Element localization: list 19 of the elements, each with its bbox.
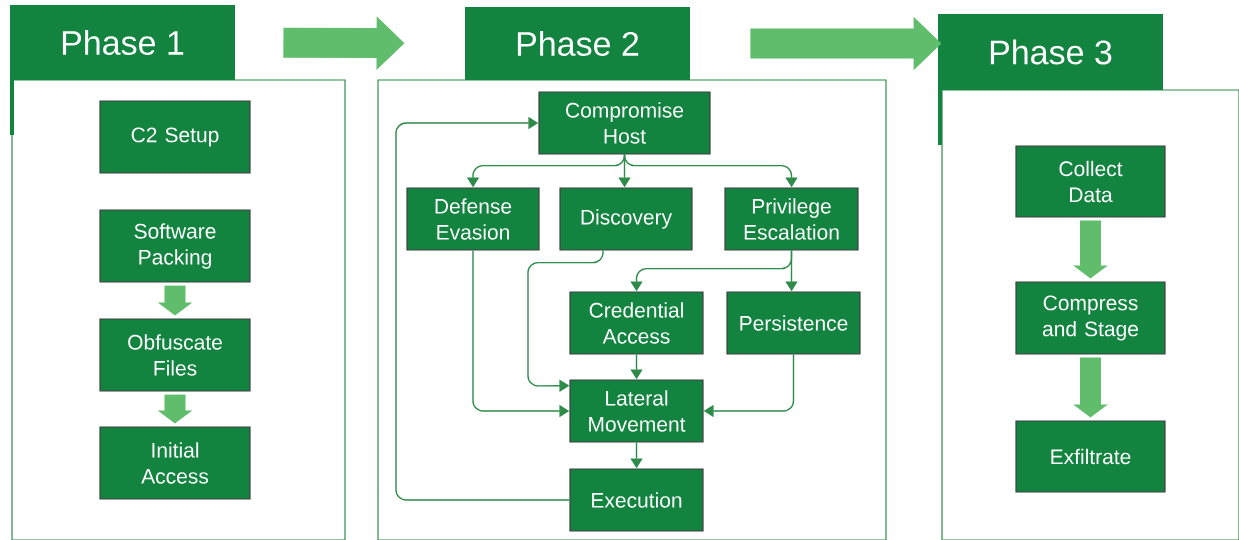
process-box: Defense Evasion [406,187,540,251]
node-label: Phase 1 [62,30,184,55]
node-label: Phase 2 [517,31,639,56]
process-box: Software Packing [99,209,251,283]
process-box: Discovery [559,187,693,251]
process-box: C2 Setup [99,100,251,174]
process-box: Credential Access [569,291,704,355]
process-box: Compress and Stage [1015,281,1166,355]
process-box: Persistence [726,291,861,355]
process-box: Exfiltrate [1015,420,1166,493]
node-label: Phase 3 [990,39,1112,65]
process-box: Compromise Host [538,91,711,155]
process-box: Lateral Movement [569,379,704,443]
process-box: Privilege Escalation [724,187,859,251]
process-box: Obfuscate Files [99,318,251,392]
process-box: Initial Access [99,426,251,500]
arrow [395,116,571,501]
process-box: Execution [569,468,704,532]
process-box: Collect Data [1015,145,1166,218]
